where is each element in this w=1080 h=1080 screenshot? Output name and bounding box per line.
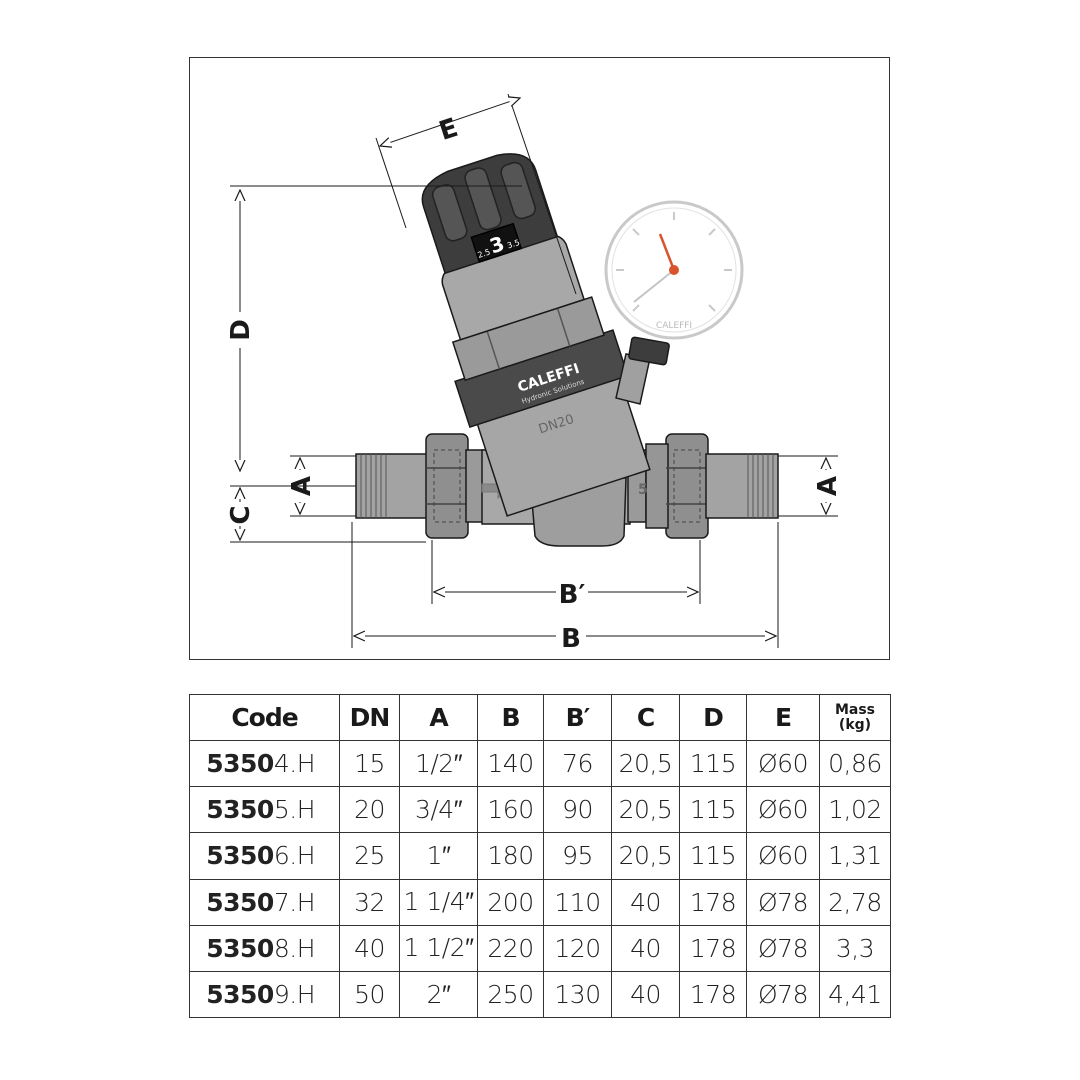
cell-b: 180: [477, 832, 544, 880]
header-code: Code: [189, 694, 340, 741]
cell-mass: 3,3: [819, 924, 891, 972]
cell-code: 53506.H: [189, 832, 340, 880]
cell-dn: 15: [339, 739, 400, 788]
cell-d: 115: [679, 832, 747, 880]
cell-code: 53505.H: [189, 786, 340, 834]
cell-code: 53507.H: [189, 878, 340, 926]
dimension-lines: [230, 93, 838, 648]
cell-d: 178: [679, 924, 747, 972]
cell-c: 20,5: [611, 786, 680, 834]
cell-d: 115: [679, 786, 747, 834]
header-mass-label: Mass: [834, 701, 876, 718]
regulator-cartridge: [421, 153, 651, 517]
knob-low-value: 2.5: [477, 247, 492, 259]
table-row: 53507.H 32 1 1/4″ 200 110 40 178 Ø78 2,7…: [189, 878, 891, 926]
cell-dn: 25: [339, 832, 400, 880]
cell-code: 53508.H: [189, 924, 340, 972]
cell-dn: 32: [339, 878, 400, 926]
cell-c: 20,5: [611, 832, 680, 880]
table-row: 53509.H 50 2″ 250 130 40 178 Ø78 4,41: [189, 970, 891, 1019]
body-mark: 5: [638, 482, 648, 498]
cell-b: 220: [477, 924, 544, 972]
cell-a: 1 1/4″: [399, 878, 478, 926]
table-header-row: Code DN A B B′ C D E Mass (kg): [189, 694, 891, 741]
cell-mass: 4,41: [819, 970, 891, 1019]
cell-mass: 1,02: [819, 786, 891, 834]
cell-dn: 40: [339, 924, 400, 972]
cell-c: 20,5: [611, 739, 680, 788]
header-c: C: [611, 694, 680, 741]
dim-label-c: C: [226, 505, 256, 524]
cell-mass: 1,31: [819, 832, 891, 880]
cell-d: 178: [679, 970, 747, 1019]
dim-label-e: E: [436, 113, 462, 147]
cell-b: 200: [477, 878, 544, 926]
cell-dn: 20: [339, 786, 400, 834]
cell-b-prime: 90: [543, 786, 612, 834]
dim-label-d: D: [226, 319, 256, 341]
technical-drawing: 5 3 2.5 3.5 CALEFFI Hydronic Solutions D…: [189, 57, 890, 660]
header-dn: DN: [339, 694, 400, 741]
cell-d: 115: [679, 739, 747, 788]
valve-drawing-svg: 5 3 2.5 3.5 CALEFFI Hydronic Solutions D…: [226, 93, 843, 654]
knob-high-value: 3.5: [506, 238, 521, 250]
table-row: 53506.H 25 1″ 180 95 20,5 115 Ø60 1,31: [189, 832, 891, 880]
dim-label-b: B: [561, 624, 581, 654]
cell-c: 40: [611, 924, 680, 972]
header-mass-unit: (kg): [838, 716, 872, 733]
table-row: 53504.H 15 1/2″ 140 76 20,5 115 Ø60 0,86: [189, 739, 891, 788]
pressure-gauge-icon: CALEFFI: [604, 200, 744, 405]
cell-e: Ø78: [746, 878, 820, 926]
cell-e: Ø60: [746, 786, 820, 834]
header-d: D: [679, 694, 747, 741]
cell-d: 178: [679, 878, 747, 926]
cell-a: 3/4″: [399, 786, 478, 834]
header-mass: Mass (kg): [819, 694, 891, 741]
cell-b-prime: 120: [543, 924, 612, 972]
cell-b: 250: [477, 970, 544, 1019]
cell-a: 1/2″: [399, 739, 478, 788]
cell-e: Ø60: [746, 832, 820, 880]
table-row: 53505.H 20 3/4″ 160 90 20,5 115 Ø60 1,02: [189, 786, 891, 834]
cell-b: 160: [477, 786, 544, 834]
cell-mass: 2,78: [819, 878, 891, 926]
header-e: E: [746, 694, 820, 741]
cell-b-prime: 76: [543, 739, 612, 788]
dim-label-a-right: A: [813, 476, 843, 496]
dim-label-a-left: A: [287, 476, 317, 496]
cell-code: 53504.H: [189, 739, 340, 788]
cell-a: 2″: [399, 970, 478, 1019]
cell-b-prime: 110: [543, 878, 612, 926]
spec-table: Code DN A B B′ C D E Mass (kg) 53504.H 1…: [189, 694, 891, 1019]
cell-code: 53509.H: [189, 970, 340, 1019]
cell-mass: 0,86: [819, 739, 891, 788]
cell-e: Ø78: [746, 970, 820, 1019]
header-b-prime: B′: [543, 694, 612, 741]
cell-dn: 50: [339, 970, 400, 1019]
cell-a: 1″: [399, 832, 478, 880]
cell-c: 40: [611, 878, 680, 926]
table-row: 53508.H 40 1 1/2″ 220 120 40 178 Ø78 3,3: [189, 924, 891, 972]
cell-a: 1 1/2″: [399, 924, 478, 972]
cell-e: Ø60: [746, 739, 820, 788]
cell-b: 140: [477, 739, 544, 788]
cell-e: Ø78: [746, 924, 820, 972]
cell-b-prime: 130: [543, 970, 612, 1019]
dim-label-b-prime: B′: [559, 580, 586, 610]
header-b: B: [477, 694, 544, 741]
cell-c: 40: [611, 970, 680, 1019]
header-a: A: [399, 694, 478, 741]
cell-b-prime: 95: [543, 832, 612, 880]
gauge-brand: CALEFFI: [656, 321, 692, 331]
